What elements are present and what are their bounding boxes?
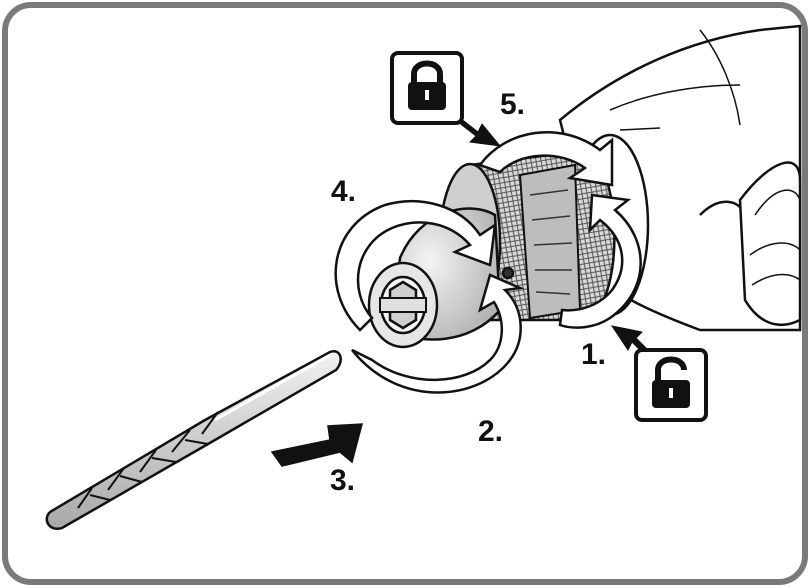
step-label-2: 2. xyxy=(478,415,504,448)
step-label-4: 4. xyxy=(331,175,357,208)
rotation-arrow-step-4 xyxy=(334,200,525,394)
step-label-3: 3. xyxy=(330,464,356,497)
rotation-arrow-step-5 xyxy=(478,131,642,329)
step-label-1: 1. xyxy=(581,338,607,371)
lock-closed-icon xyxy=(390,51,464,125)
lock-open-icon xyxy=(634,348,708,422)
insert-arrow-step-3 xyxy=(270,423,363,467)
pointer-arrow-step-5 xyxy=(457,117,502,147)
drill-bit xyxy=(45,349,342,531)
step-label-5: 5. xyxy=(500,88,526,121)
